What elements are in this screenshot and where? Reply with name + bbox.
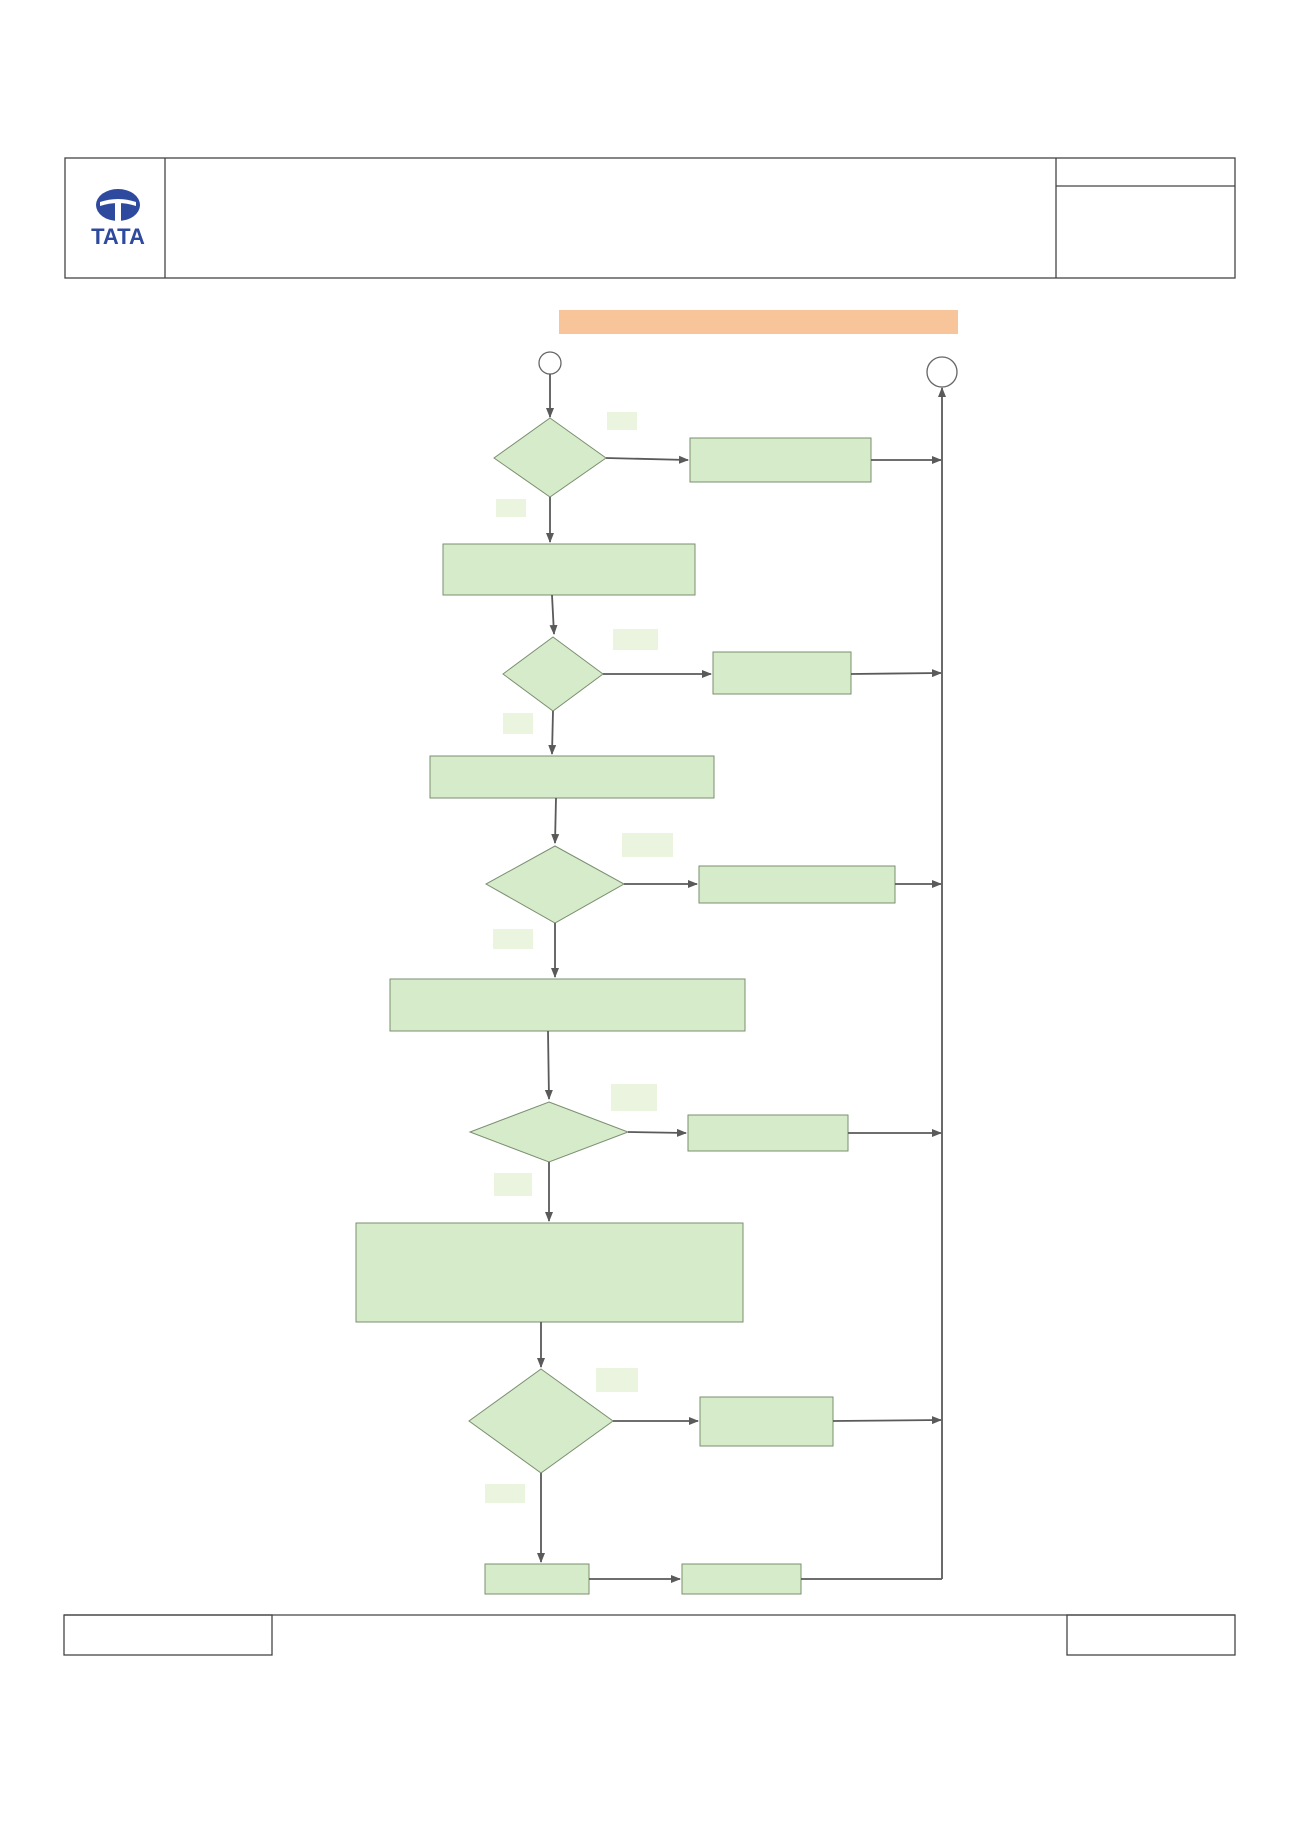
connector-decision-4-to-outcome-4 — [627, 1128, 687, 1137]
tata-emblem-icon — [96, 189, 140, 221]
process-box-4 — [355, 1222, 744, 1323]
closing-box — [681, 1563, 802, 1595]
yes-tag-2 — [613, 629, 658, 650]
final-step-box — [484, 1563, 590, 1595]
yes-tag-4 — [611, 1084, 657, 1111]
tata-wordmark: TATA — [91, 224, 145, 249]
connector-outcome-5-to-collector — [832, 1416, 942, 1425]
header-border — [64, 157, 1236, 279]
no-tag-2 — [503, 713, 533, 734]
decision-3 — [484, 845, 626, 924]
no-tag-1 — [496, 499, 526, 517]
process-box-1 — [442, 543, 696, 596]
outcome-box-2 — [712, 651, 852, 695]
footer-left-cell — [63, 1614, 273, 1656]
process-box-2 — [429, 755, 715, 799]
no-tag-5 — [485, 1484, 525, 1503]
end-terminal — [926, 356, 958, 388]
process-box-3 — [389, 978, 746, 1032]
outcome-box-5 — [699, 1396, 834, 1447]
decision-1 — [493, 417, 607, 498]
yes-tag-5 — [596, 1368, 638, 1392]
connector-process-1-to-decision-2 — [549, 594, 558, 635]
header-frame — [64, 157, 1236, 279]
footer-right-cell — [1066, 1614, 1236, 1656]
outcome-box-1 — [689, 437, 872, 483]
connector-process-2-to-decision-3 — [551, 797, 560, 844]
decision-2 — [502, 636, 604, 712]
no-tag-3 — [493, 929, 533, 949]
outcome-box-3 — [698, 865, 896, 904]
yes-tag-1 — [607, 412, 637, 430]
start-terminal — [538, 351, 562, 375]
footer-frame — [63, 1614, 1236, 1656]
connector-decision-2-to-process-2 — [548, 710, 557, 755]
connector-decision-1-to-outcome-1 — [605, 455, 689, 464]
outcome-box-4 — [687, 1114, 849, 1152]
decision-4 — [468, 1101, 630, 1163]
yes-tag-3 — [622, 833, 673, 857]
flowchart-title-bar — [559, 310, 958, 334]
connector-process-3-to-decision-4 — [544, 1030, 553, 1100]
tata-logo: TATA — [91, 189, 145, 249]
connector-outcome-2-to-collector — [850, 669, 942, 678]
no-tag-4 — [494, 1173, 532, 1196]
decision-5 — [468, 1368, 614, 1474]
